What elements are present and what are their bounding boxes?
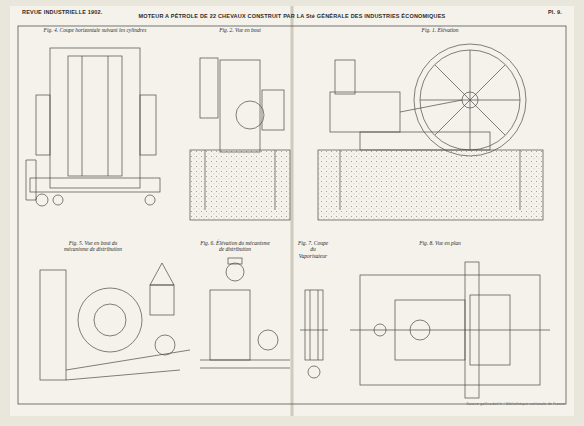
header-text: Pl. 9.	[548, 9, 562, 15]
figure-caption: Fig. 4. Coupe horizontale suivant les cy…	[40, 27, 150, 33]
paper	[10, 6, 574, 416]
figure-caption: Fig. 8. Vue en plan	[400, 240, 480, 246]
figure-caption: Fig. 5. Vue en bout du mécanisme de dist…	[58, 240, 128, 253]
fold	[291, 6, 294, 416]
figure-caption: Fig. 2. Vue en bout	[200, 27, 280, 33]
frame	[18, 26, 566, 404]
header-text: REVUE INDUSTRIELLE 1902.	[22, 9, 103, 15]
figure-caption: Fig. 7. Coupe du Vaporisateur	[296, 240, 330, 259]
plate-title: MOTEUR A PÉTROLE DE 22 CHEVAUX CONSTRUIT…	[139, 13, 446, 19]
source-note: Source gallica.bnf.fr / Bibliothèque nat…	[467, 402, 565, 406]
figure-caption: Fig. 1. Élévation	[380, 27, 500, 33]
figures	[26, 44, 550, 398]
figure-caption: Fig. 6. Élévation du mécanisme de distri…	[200, 240, 270, 253]
